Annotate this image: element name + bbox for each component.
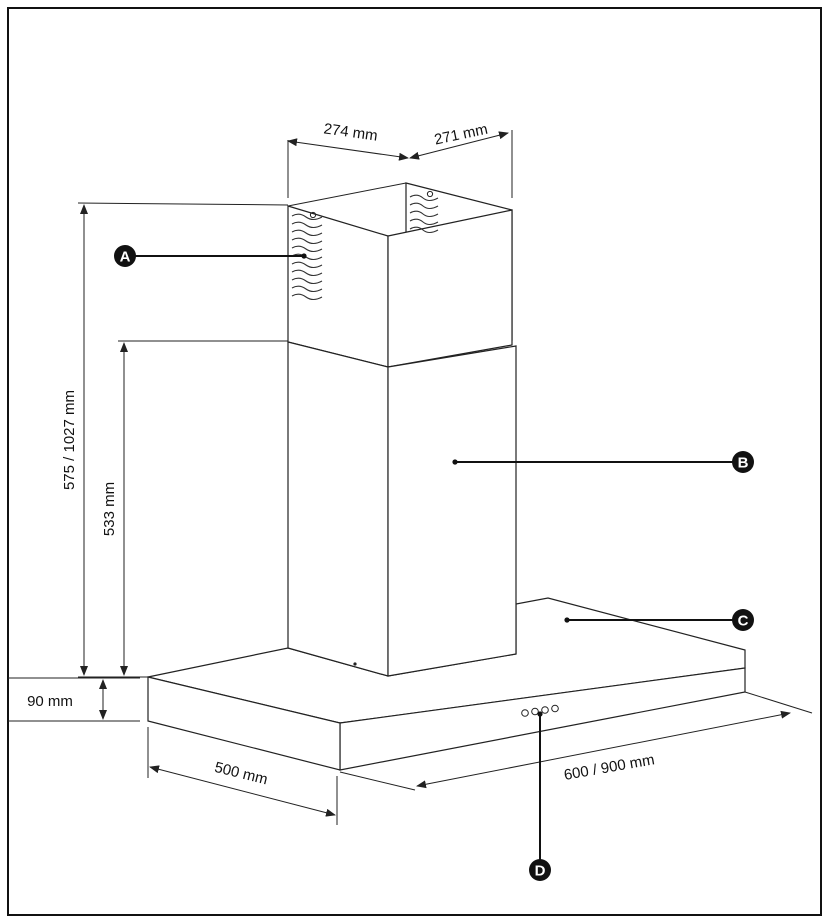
callout-b: B: [452, 451, 754, 473]
dimension-total-height: 575 / 1027 mm: [61, 202, 289, 678]
callout-a: A: [114, 245, 307, 267]
label-canopy-height: 90 mm: [27, 693, 73, 710]
callout-d-letter: D: [535, 863, 546, 880]
callout-d: D: [529, 711, 551, 881]
label-total-height: 575 / 1027 mm: [61, 390, 78, 490]
label-chimney-width: 274 mm: [323, 120, 379, 144]
callout-b-letter: B: [738, 455, 749, 472]
dimension-chimney-depth: 271 mm: [409, 121, 513, 198]
chimney-lower-front: [387, 345, 517, 677]
label-canopy-width: 600 / 900 mm: [563, 751, 656, 784]
diagram-frame: [7, 7, 822, 916]
vent-slots-left: [291, 213, 323, 301]
chimney: [287, 182, 517, 677]
chimney-upper-left: [287, 205, 389, 368]
label-canopy-depth: 500 mm: [213, 759, 270, 789]
dimension-canopy-height: 90 mm: [8, 677, 140, 722]
callout-c-letter: C: [738, 613, 749, 630]
callout-a-letter: A: [120, 249, 131, 266]
callout-c: C: [564, 609, 754, 631]
dimension-lower-chimney-height: 533 mm: [101, 340, 288, 676]
vent-slots-back: [409, 194, 439, 234]
chimney-lower-left: [287, 341, 389, 677]
label-lower-chimney-height: 533 mm: [101, 482, 118, 536]
chimney-upper-front: [387, 209, 513, 368]
label-chimney-depth: 271 mm: [433, 121, 490, 149]
